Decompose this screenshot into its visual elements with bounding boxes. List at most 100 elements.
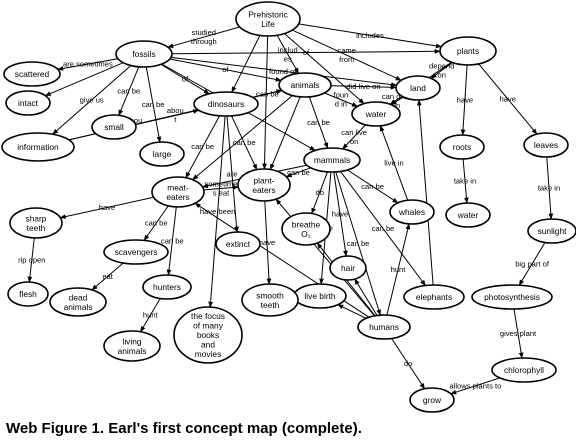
edge-label: did live on (346, 82, 380, 91)
concept-node-elephants: elephants (403, 284, 465, 310)
edge-label: can be (191, 142, 214, 151)
edge-label: can be (347, 239, 370, 248)
edge-label: have (457, 96, 473, 105)
edge-mammals-to-elephants (340, 171, 426, 286)
edge-fossils-to-animals (169, 58, 282, 82)
concept-node-shape (49, 287, 107, 317)
concept-node-label: scattered (15, 69, 50, 79)
concept-node-live-birth: live birth (293, 283, 347, 309)
edge-plant_eaters-to-smooth_teeth (264, 200, 272, 285)
edge-label: can be (117, 87, 140, 96)
concept-node-label: small (104, 122, 124, 132)
edge-prehistoric_life-to-animals (276, 35, 299, 74)
edge-label: have (259, 238, 275, 247)
concept-node-sunlight: sunlight (527, 218, 576, 244)
concept-node-shape (103, 330, 161, 362)
concept-node-shape (445, 202, 491, 228)
concept-node-label: large (153, 149, 172, 159)
edge-animals-to-plant_eaters (269, 96, 301, 171)
concept-node-shape (115, 40, 173, 68)
edge-hunters-to-living_animals (140, 298, 161, 333)
edge-prehistoric_life-to-plants (298, 23, 442, 49)
concept-node-label: fossils (132, 49, 155, 59)
concept-node-shape (142, 274, 192, 300)
edge-label: can be (372, 224, 395, 233)
concept-node-label: land (410, 83, 426, 93)
concept-node-label: leaves (534, 140, 558, 150)
concept-node-shape (409, 387, 455, 413)
concept-node-small: small (91, 114, 137, 140)
edge-photosynthesis-to-chlorophyll (513, 308, 524, 359)
edge-elephants-to-land (416, 99, 434, 286)
concept-node-mammals: mammals (303, 147, 361, 173)
edge-fossils-to-large (145, 66, 162, 143)
edge-label: hunt (143, 311, 159, 320)
edge-meat_eaters-to-hunters (166, 206, 177, 276)
concept-node-chlorophyll: chlorophyll (491, 357, 557, 383)
edge-label: rip open (18, 256, 45, 265)
edge-label: gives plant (500, 329, 537, 338)
edge-prehistoric_life-to-land (291, 29, 402, 81)
edge-dinosaurs-to-focus (208, 115, 226, 308)
concept-node-shape (329, 255, 367, 281)
concept-node-intact: intact (5, 90, 51, 116)
edge-dinosaurs-to-plant_eaters (231, 115, 258, 171)
concept-node-shape (527, 218, 576, 244)
concept-node-grow: grow (409, 387, 455, 413)
concept-node-hunters: hunters (142, 274, 192, 300)
concept-node-label: plant-eaters (252, 175, 275, 195)
concept-node-label: hunters (153, 282, 181, 292)
edge-label: big part of (515, 259, 550, 268)
concept-node-shape (357, 314, 411, 340)
concept-node-label: whales (398, 207, 425, 217)
concept-node-label: plants (457, 46, 479, 56)
edge-label: have (99, 203, 115, 212)
concept-node-shape (471, 284, 553, 310)
concept-node-shape (491, 357, 557, 383)
edge-label: do (315, 188, 323, 197)
edge-fossils-to-plants (171, 48, 441, 55)
concept-node-shape (173, 306, 243, 364)
concept-node-label: humans (369, 322, 399, 332)
edge-land-to-water (390, 96, 404, 106)
concept-node-label: extinct (226, 239, 251, 249)
edge-label: can be (233, 138, 256, 147)
edge-label: allows plants to (449, 381, 501, 390)
edge-prehistoric_life-to-fossils (167, 26, 240, 49)
concept-node-shape (3, 61, 61, 87)
concept-node-shape (151, 176, 205, 208)
concept-node-shape (351, 101, 401, 127)
concept-node-whales: whales (389, 199, 435, 225)
edge-label: can be (361, 182, 384, 191)
edge-fossils-to-scattered (57, 58, 118, 71)
edge-label: of (303, 48, 310, 57)
concept-node-shape (403, 284, 465, 310)
edge-sharp_teeth-to-flesh (27, 237, 35, 283)
edge-animals-to-mammals (308, 96, 329, 149)
figure-caption: Web Figure 1. Earl's first concept map (… (6, 420, 362, 437)
concept-node-label: water (365, 109, 387, 119)
concept-node-shape (215, 231, 261, 257)
edge-dinosaurs-to-extinct (226, 115, 239, 233)
concept-node-humans: humans (357, 314, 411, 340)
edge-humans-to-hair (354, 278, 378, 316)
concept-node-shape (439, 134, 485, 160)
concept-node-label: meat-eaters (166, 182, 189, 202)
concept-node-shape (439, 36, 497, 66)
edge-label: give us (80, 95, 104, 104)
concept-node-shape (103, 239, 169, 265)
concept-node-shape (5, 90, 51, 116)
concept-node-label: live birth (304, 291, 336, 301)
